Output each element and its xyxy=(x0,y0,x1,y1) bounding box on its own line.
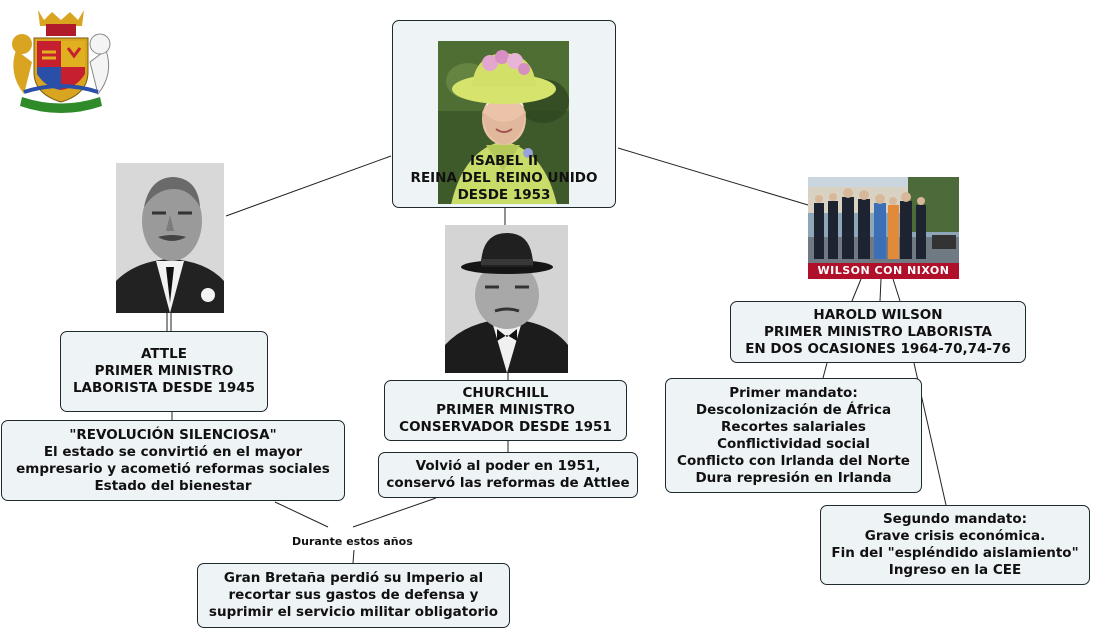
harold-wilson-node[interactable]: HAROLD WILSON PRIMER MINISTRO LABORISTA … xyxy=(730,301,1026,363)
wilson-nixon-photo: WILSON CON NIXON xyxy=(808,177,959,279)
attle-photo xyxy=(116,163,224,313)
royal-coat-of-arms-logo xyxy=(2,2,120,120)
connector-isabel-wilson xyxy=(617,147,809,206)
connector-isabel-attle xyxy=(225,155,392,217)
imperio-node[interactable]: Gran Bretaña perdió su Imperio al recort… xyxy=(197,563,510,628)
connector-photo-wilson-a xyxy=(851,278,862,302)
churchill-node[interactable]: CHURCHILL PRIMER MINISTRO CONSERVADOR DE… xyxy=(384,380,627,441)
isabel-label: ISABEL II REINA DEL REINO UNIDO DESDE 19… xyxy=(410,153,598,203)
churchill-photo xyxy=(445,225,568,373)
isabel-node[interactable]: ISABEL II REINA DEL REINO UNIDO DESDE 19… xyxy=(392,20,616,208)
connector-label-imperio xyxy=(352,549,355,564)
queen-elizabeth-photo xyxy=(438,24,569,204)
revolucion-silenciosa-node[interactable]: "REVOLUCIÓN SILENCIOSA" El estado se con… xyxy=(1,420,345,501)
connector-photo-wilson-c xyxy=(892,278,901,302)
primer-mandato-node[interactable]: Primer mandato: Descolonización de Áfric… xyxy=(665,378,922,493)
connector-photo-wilson-b xyxy=(879,278,882,302)
connector-volvio-label xyxy=(352,497,437,528)
segundo-mandato-node[interactable]: Segundo mandato: Grave crisis económica.… xyxy=(820,505,1090,585)
attle-node[interactable]: ATTLE PRIMER MINISTRO LABORISTA DESDE 19… xyxy=(60,331,268,412)
connector-revolucion-label xyxy=(274,501,329,528)
photo-caption: WILSON CON NIXON xyxy=(808,263,959,279)
connector-wilson-primer xyxy=(822,362,828,379)
volvio-al-poder-node[interactable]: Volvió al poder en 1951, conservó las re… xyxy=(378,452,638,498)
link-label-durante: Durante estos años xyxy=(292,535,413,548)
